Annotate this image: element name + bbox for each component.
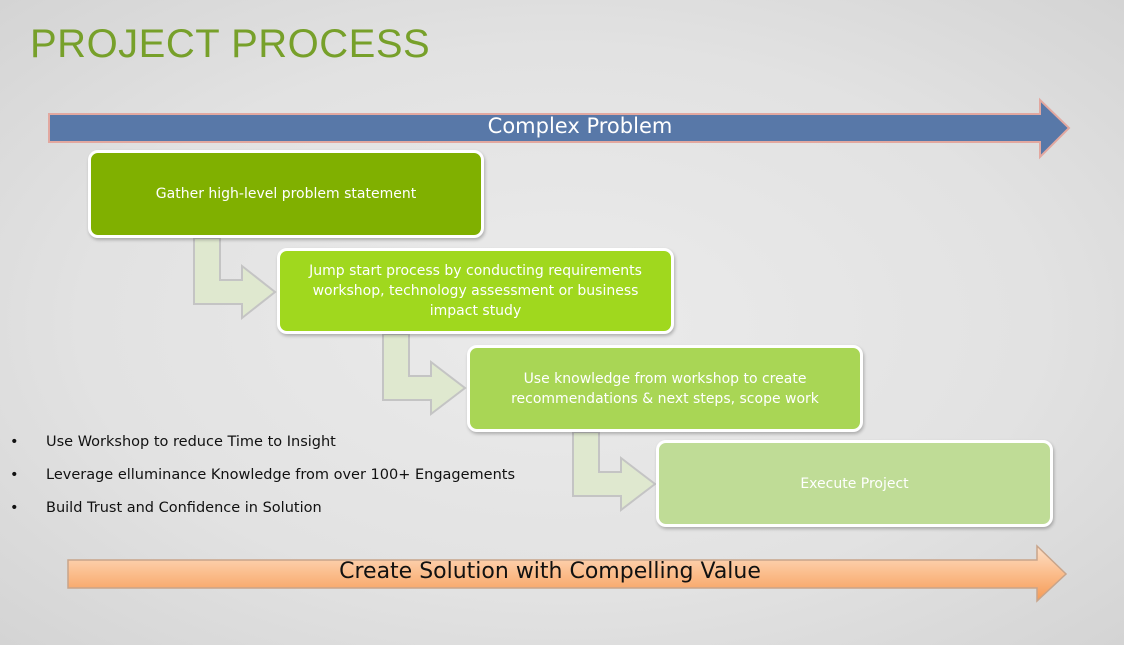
bullet-dot-icon: •: [10, 434, 19, 450]
step-gather-problem-statement: Gather high-level problem statement: [88, 150, 484, 238]
page-title: PROJECT PROCESS: [30, 22, 431, 66]
bullet-text: Build Trust and Confidence in Solution: [46, 500, 322, 516]
list-item: • Build Trust and Confidence in Solution: [10, 494, 515, 527]
bullet-text: Use Workshop to reduce Time to Insight: [46, 434, 336, 450]
complex-problem-arrow: [48, 97, 1071, 160]
benefits-list: •Use Workshop to reduce Time to Insight …: [10, 428, 515, 527]
bullet-text: Leverage elluminance Knowledge from over…: [46, 467, 516, 483]
complex-problem-label: Complex Problem: [487, 114, 673, 138]
step-execute-project: Execute Project: [656, 440, 1053, 527]
bullet-dot-icon: •: [10, 467, 19, 483]
connector-arrow-3: [572, 431, 657, 513]
create-solution-label: Create Solution with Compelling Value: [339, 559, 761, 584]
connector-arrow-2: [382, 333, 467, 417]
list-item: • Use Workshop to reduce Time to Insight: [10, 428, 515, 461]
connector-arrow-1: [193, 237, 277, 321]
step-jump-start-process: Jump start process by conducting require…: [277, 248, 674, 334]
list-item: • Leverage elluminance Knowledge from ove…: [10, 461, 515, 494]
bullet-dot-icon: •: [10, 500, 19, 516]
step-use-knowledge: Use knowledge from workshop to create re…: [467, 345, 863, 432]
create-solution-arrow: [67, 544, 1068, 603]
